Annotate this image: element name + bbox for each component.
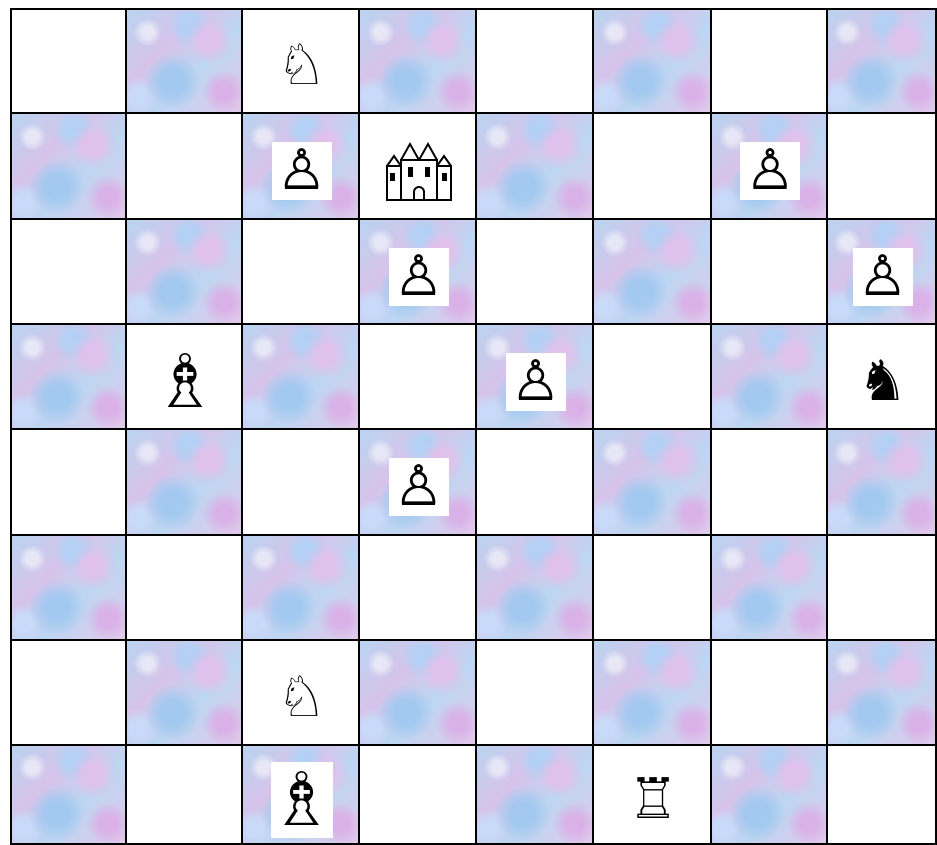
square-e1[interactable] [477, 746, 594, 845]
square-a3[interactable] [12, 536, 127, 641]
black-knight-icon[interactable]: ♞ [853, 353, 913, 411]
square-a8[interactable] [12, 10, 127, 114]
square-d1[interactable] [360, 746, 477, 845]
square-d2[interactable] [360, 641, 477, 746]
square-c5[interactable] [243, 325, 360, 430]
white-pawn-icon[interactable]: ♙ [389, 248, 449, 306]
square-h4[interactable] [828, 430, 937, 536]
square-b8[interactable] [127, 10, 243, 114]
white-pawn-icon[interactable]: ♙ [853, 248, 913, 306]
square-h1[interactable] [828, 746, 937, 845]
square-g6[interactable] [712, 220, 828, 325]
square-b2[interactable] [127, 641, 243, 746]
square-g2[interactable] [712, 641, 828, 746]
square-f6[interactable] [594, 220, 712, 325]
square-b3[interactable] [127, 536, 243, 641]
white-knight-icon[interactable]: ♘ [272, 669, 332, 727]
castle-icon[interactable] [381, 138, 457, 204]
square-a4[interactable] [12, 430, 127, 536]
white-bishop-icon[interactable]: ♗ [271, 762, 333, 838]
square-a6[interactable] [12, 220, 127, 325]
white-rook-icon[interactable]: ♖ [623, 771, 683, 829]
square-f4[interactable] [594, 430, 712, 536]
square-f7[interactable] [594, 114, 712, 220]
square-h8[interactable] [828, 10, 937, 114]
white-bishop-icon[interactable]: ♗ [154, 344, 216, 420]
square-c3[interactable] [243, 536, 360, 641]
square-e2[interactable] [477, 641, 594, 746]
square-f8[interactable] [594, 10, 712, 114]
square-g3[interactable] [712, 536, 828, 641]
square-e6[interactable] [477, 220, 594, 325]
square-e7[interactable] [477, 114, 594, 220]
square-d3[interactable] [360, 536, 477, 641]
square-b6[interactable] [127, 220, 243, 325]
square-f3[interactable] [594, 536, 712, 641]
square-b7[interactable] [127, 114, 243, 220]
white-pawn-icon[interactable]: ♙ [506, 353, 566, 411]
square-e8[interactable] [477, 10, 594, 114]
square-h3[interactable] [828, 536, 937, 641]
square-h7[interactable] [828, 114, 937, 220]
square-g1[interactable] [712, 746, 828, 845]
square-e3[interactable] [477, 536, 594, 641]
white-pawn-icon[interactable]: ♙ [272, 142, 332, 200]
square-a1[interactable] [12, 746, 127, 845]
square-a2[interactable] [12, 641, 127, 746]
chess-board: ♘ ♙ ♙ ♙ ♙ ♗ ♙ ♞ ♙ ♘ ♗ ♖ [10, 8, 937, 845]
square-b4[interactable] [127, 430, 243, 536]
square-g4[interactable] [712, 430, 828, 536]
square-c4[interactable] [243, 430, 360, 536]
white-knight-icon[interactable]: ♘ [272, 37, 332, 95]
square-h2[interactable] [828, 641, 937, 746]
square-d5[interactable] [360, 325, 477, 430]
square-g8[interactable] [712, 10, 828, 114]
square-e4[interactable] [477, 430, 594, 536]
square-f5[interactable] [594, 325, 712, 430]
square-c6[interactable] [243, 220, 360, 325]
square-a5[interactable] [12, 325, 127, 430]
white-pawn-icon[interactable]: ♙ [740, 142, 800, 200]
white-pawn-icon[interactable]: ♙ [389, 458, 449, 516]
square-a7[interactable] [12, 114, 127, 220]
square-g5[interactable] [712, 325, 828, 430]
square-f2[interactable] [594, 641, 712, 746]
square-b1[interactable] [127, 746, 243, 845]
square-d8[interactable] [360, 10, 477, 114]
